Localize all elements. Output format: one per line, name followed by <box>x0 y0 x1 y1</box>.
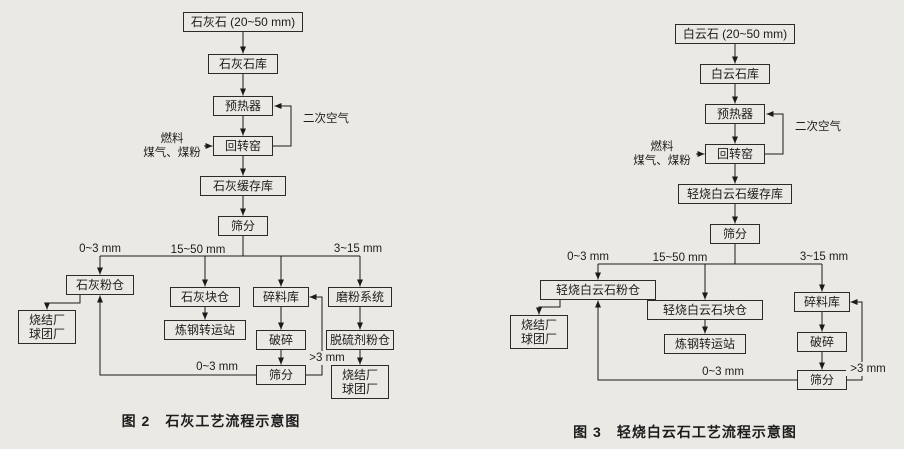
fig2-arrow-powder-silo-to-sinter-plant <box>44 295 81 310</box>
fig3-label-size-3-15mm: 3~15 mm <box>799 250 849 263</box>
fig2-node-lime-buffer-store: 石灰缓存库 <box>200 176 286 196</box>
fig2-label-return-gt3mm: >3 mm <box>306 351 348 365</box>
fig3-node-screening-bottom: 筛分 <box>797 370 847 390</box>
fig2-node-preheater: 预热器 <box>213 96 273 116</box>
fig3-label-secondary-air: 二次空气 <box>795 120 841 133</box>
fig3-arrow-powder-silo-to-sinter-plant <box>536 300 561 315</box>
fig2-node-limestone-store: 石灰石库 <box>208 54 278 74</box>
fig2-return-fines-line <box>97 295 256 376</box>
fig2-node-rotary-kiln: 回转窑 <box>213 136 273 156</box>
fig2-connectors <box>44 32 363 376</box>
fig2-return-coarse-line <box>306 294 323 376</box>
fig3-node-screening: 筛分 <box>710 224 760 244</box>
fig2-caption: 图 2 石灰工艺流程示意图 <box>121 413 301 429</box>
fig3-node-dolomite-buffer-store: 轻烧白云石缓存库 <box>678 184 792 204</box>
fig2-node-desulfurizer-powder-silo: 脱硫剂粉仓 <box>326 330 394 350</box>
fig2-node-steel-transfer-station: 炼钢转运站 <box>164 320 246 340</box>
fig2-node-screening: 筛分 <box>218 216 268 236</box>
fig2-label-size-3-15mm: 3~15 mm <box>333 242 383 255</box>
fig3-return-coarse-line <box>847 299 863 381</box>
fig3-label-fuel: 燃料 煤气、煤粉 <box>633 140 691 167</box>
fig3-node-rotary-kiln: 回转窑 <box>705 144 765 164</box>
fig2-label-size-0-3mm: 0~3 mm <box>79 242 121 255</box>
fig3-return-fines-line <box>595 300 797 381</box>
fig3-node-sinter-pellet-plant: 烧结厂 球团厂 <box>510 315 568 349</box>
fig2-node-grinding-system: 磨粉系统 <box>328 287 392 307</box>
fig3-label-size-0-3mm: 0~3 mm <box>567 250 609 263</box>
fig2-node-lime-lump-silo: 石灰块仓 <box>170 287 240 307</box>
fig3-connectors <box>536 44 863 381</box>
fig2-node-crushing: 破碎 <box>256 330 306 350</box>
fig3-node-dolomite-store: 白云石库 <box>700 64 770 84</box>
fig3-node-dolomite: 白云石 (20~50 mm) <box>675 24 795 44</box>
fig3-node-crushed-material-store: 碎料库 <box>794 292 850 312</box>
fig3-caption: 图 3 轻烧白云石工艺流程示意图 <box>573 424 797 440</box>
fig2-node-lime-powder-silo: 石灰粉仓 <box>66 275 134 295</box>
fig3-label-size-15-50mm: 15~50 mm <box>652 251 708 264</box>
fig2-secondary-air-loop <box>273 103 292 147</box>
fig2-node-crushed-material-store: 碎料库 <box>253 287 309 307</box>
fig3-label-return-gt3mm: >3 mm <box>846 362 890 376</box>
fig3-node-steel-transfer-station: 炼钢转运站 <box>664 334 746 354</box>
fig2-label-return-0-3mm: 0~3 mm <box>190 360 244 374</box>
fig2-node-sinter-pellet-plant-right: 烧结厂 球团厂 <box>331 365 389 399</box>
fig3-node-dolomite-powder-silo: 轻烧白云石粉仓 <box>540 280 656 300</box>
fig3-node-crushing: 破碎 <box>797 332 847 352</box>
fig2-label-fuel: 燃料 煤气、煤粉 <box>143 132 201 159</box>
fig3-node-dolomite-lump-silo: 轻烧白云石块仓 <box>647 300 763 320</box>
fig3-label-return-0-3mm: 0~3 mm <box>695 365 751 379</box>
fig2-node-screening-bottom: 筛分 <box>256 365 306 385</box>
fig2-node-sinter-pellet-plant-left: 烧结厂 球团厂 <box>18 310 76 344</box>
fig2-label-secondary-air: 二次空气 <box>303 112 349 125</box>
fig3-secondary-air-loop <box>765 111 784 155</box>
fig3-node-preheater: 预热器 <box>705 104 765 124</box>
fig2-node-limestone: 石灰石 (20~50 mm) <box>183 12 303 32</box>
fig2-label-size-15-50mm: 15~50 mm <box>170 243 226 256</box>
